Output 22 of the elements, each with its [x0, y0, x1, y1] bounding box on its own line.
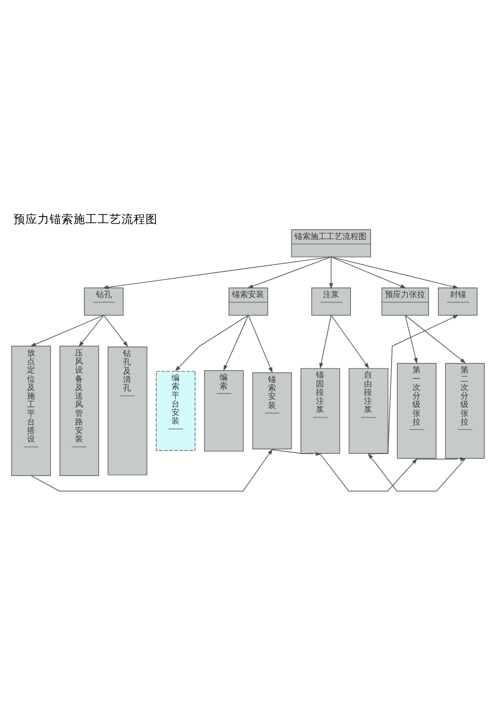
arrow: [320, 454, 418, 492]
arrow: [330, 314, 370, 369]
arrow: [103, 314, 128, 347]
arrow: [247, 256, 332, 288]
arrow: [223, 314, 249, 371]
arrow: [404, 314, 418, 364]
arrow: [330, 256, 406, 288]
arrow: [248, 314, 273, 374]
arrow: [416, 457, 466, 462]
arrow: [330, 256, 459, 289]
arrow: [319, 314, 332, 369]
arrow: [102, 256, 332, 290]
arrow: [174, 314, 249, 372]
arrow: [78, 314, 104, 347]
arrow: [329, 256, 334, 289]
arrow: [272, 449, 322, 456]
arrow: [368, 314, 459, 454]
arrow: [30, 314, 104, 347]
diagram-title: 预应力锚索施工工艺流程图: [14, 212, 158, 226]
arrow: [368, 453, 466, 492]
arrow: [30, 448, 273, 492]
arrow: [404, 314, 466, 364]
